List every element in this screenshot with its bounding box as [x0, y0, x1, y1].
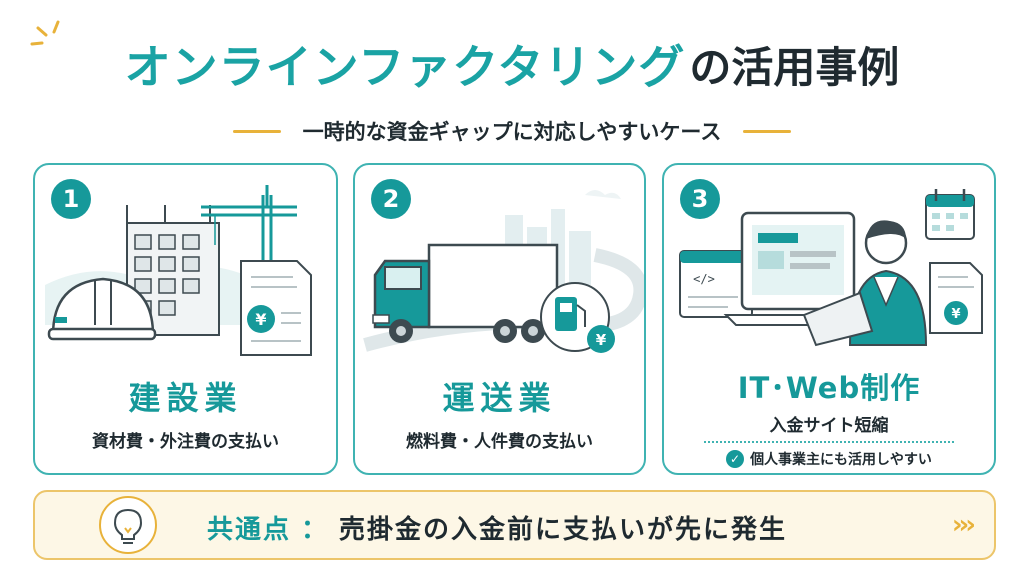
- case-number: 1: [51, 179, 91, 219]
- common-point-text: 共通点 ： 売掛金の入金前に支払いが先に発生: [207, 509, 787, 546]
- transport-illustration: ¥: [363, 190, 644, 353]
- helmet-icon: [47, 277, 157, 341]
- case-title: 運送業: [442, 379, 557, 417]
- yen-symbol: ¥: [255, 310, 266, 329]
- case-card-it-web: </>: [662, 163, 996, 475]
- case-card-transport: ¥ 2 運送業 燃料費・人件費の支払い: [353, 163, 646, 475]
- dotted-divider: [704, 441, 954, 443]
- page-title: オンラインファクタリング の活用事例: [0, 28, 1024, 100]
- case-title: 建設業: [128, 379, 243, 417]
- common-point-colon: ：: [301, 515, 330, 545]
- truck-icon: [372, 243, 559, 343]
- case-description: 燃料費・人件費の支払い: [406, 432, 593, 452]
- code-glyph: </>: [693, 272, 715, 286]
- code-window-icon: </>: [679, 250, 753, 318]
- it-web-illustration: </>: [679, 189, 983, 347]
- case-note-text: 個人事業主にも活用しやすい: [750, 452, 932, 468]
- chevron-right-icon: ›››: [951, 510, 976, 540]
- subtitle-divider-right: [743, 129, 792, 133]
- case-description: 入金サイト短縮: [769, 416, 889, 436]
- sparkle-icon: [30, 20, 60, 46]
- common-point-body: 売掛金の入金前に支払いが先に発生: [339, 515, 788, 545]
- subtitle-divider-left: [232, 129, 281, 133]
- common-point-label: 共通点: [207, 515, 292, 545]
- subtitle: 一時的な資金ギャップに対応しやすいケース: [302, 120, 722, 144]
- lightbulb-icon: [99, 496, 157, 554]
- yen-symbol: ¥: [596, 331, 607, 349]
- title-main: オンラインファクタリング: [124, 40, 686, 94]
- case-note: ✓ 個人事業主にも活用しやすい: [664, 449, 994, 469]
- case-card-construction: ¥ 1 建設業 資材費・外注費の支払い: [33, 163, 338, 475]
- subtitle-row: 一時的な資金ギャップに対応しやすいケース: [0, 116, 1024, 146]
- invoice-icon: ¥: [929, 262, 983, 334]
- yen-symbol: ¥: [951, 307, 960, 322]
- case-description: 資材費・外注費の支払い: [92, 432, 279, 452]
- case-number: 2: [371, 179, 411, 219]
- common-point-banner: 共通点 ： 売掛金の入金前に支払いが先に発生 ›››: [33, 490, 996, 560]
- invoice-icon: ¥: [240, 260, 312, 356]
- check-icon: ✓: [726, 450, 745, 468]
- laptop-icon: [723, 211, 873, 326]
- calendar-icon: [925, 189, 975, 240]
- case-number: 3: [680, 179, 720, 219]
- title-tail: の活用事例: [689, 42, 900, 92]
- construction-illustration: ¥: [45, 185, 312, 356]
- fuel-pump-icon: ¥: [540, 282, 615, 353]
- case-title: IT･Web制作: [737, 371, 921, 405]
